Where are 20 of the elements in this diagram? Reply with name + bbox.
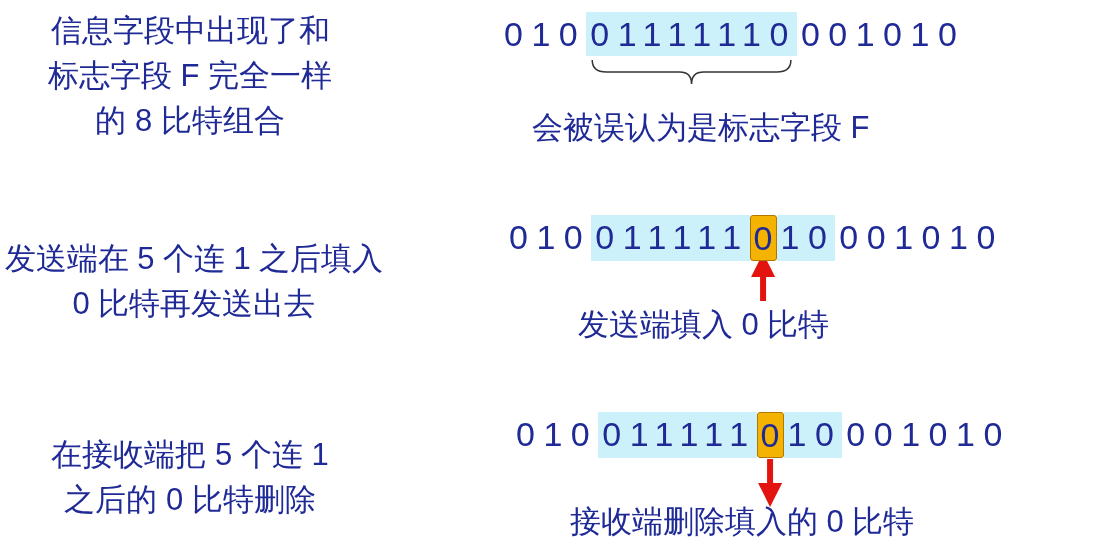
explanation-text: 在接收端把 5 个连 1 之后的 0 比特删除 xyxy=(50,436,330,519)
bit-sequence: 01111110 xyxy=(586,12,797,56)
explanation-text: 发送端在 5 个连 1 之后填入 0 比特再发送出去 xyxy=(4,240,384,323)
bit-sequence: 010 xyxy=(508,217,592,258)
caption-text: 会被误认为是标志字段 F xyxy=(532,109,870,147)
bit-sequence: 001010 xyxy=(799,14,966,55)
stuffed-bit: 0 xyxy=(749,215,777,261)
bit-sequence: 10 xyxy=(783,412,843,458)
caption-text: 接收端删除填入的 0 比特 xyxy=(570,500,915,544)
bit-sequence: 10 xyxy=(776,215,836,261)
caption-text: 发送端填入 0 比特 xyxy=(578,303,830,347)
bit-sequence: 010 xyxy=(503,14,587,55)
bit-sequence: 001010 xyxy=(845,414,1011,455)
stuffed-bit: 0 xyxy=(756,412,784,458)
bit-sequence: 011111 xyxy=(598,412,757,458)
arrow xyxy=(758,459,783,507)
bit-sequence: 001010 xyxy=(838,217,1004,258)
bit-sequence: 010 xyxy=(515,414,599,455)
bit-sequence: 011111 xyxy=(591,215,750,261)
explanation-text: 信息字段中出现了和标志字段 F 完全一样的 8 比特组合 xyxy=(46,12,334,140)
